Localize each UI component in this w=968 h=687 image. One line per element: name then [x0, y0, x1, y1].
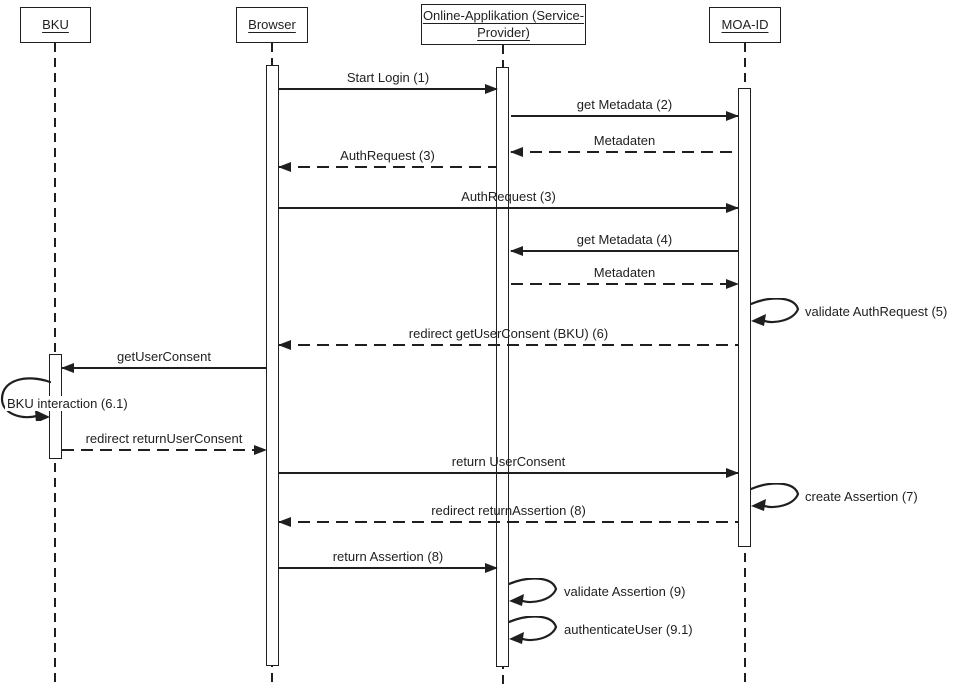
actor-label-moa-id: MOA-ID [721, 16, 769, 32]
arrowhead-right-icon [726, 203, 739, 213]
self-message-create-assertion: create Assertion (7) [750, 483, 918, 513]
actor-label-bku: BKU [42, 16, 69, 32]
message-label: AuthRequest (3) [340, 148, 435, 163]
arrowhead-right-icon [485, 84, 498, 94]
actor-label-browser: Browser [248, 16, 296, 32]
self-loop-arrow-icon [750, 483, 800, 511]
message-label: redirect returnAssertion (8) [431, 503, 586, 518]
arrowhead-right-icon [254, 445, 267, 455]
message-line [279, 521, 738, 523]
message-label: Start Login (1) [346, 70, 430, 85]
arrowhead-left-icon [278, 162, 291, 172]
message-label: redirect getUserConsent (BKU) (6) [408, 326, 609, 341]
message-label: redirect returnUserConsent [85, 431, 243, 446]
message-line [511, 115, 738, 117]
arrowhead-right-icon [485, 563, 498, 573]
arrowhead-left-icon [61, 363, 74, 373]
activation-bar-browser [266, 65, 279, 666]
arrowhead-right-icon [726, 279, 739, 289]
actor-box-bku: BKU [20, 7, 91, 43]
message-label: get Metadata (4) [576, 232, 673, 247]
arrowhead-left-icon [510, 147, 523, 157]
message-label: get Metadata (2) [576, 97, 673, 112]
self-message-label: create Assertion (7) [805, 489, 918, 504]
self-message-authenticateuser: authenticateUser (9.1) [508, 616, 693, 646]
actor-box-moa-id: MOA-ID [709, 7, 781, 43]
activation-bar-online-app [496, 67, 509, 667]
self-message-validate-authrequest: validate AuthRequest (5) [750, 298, 947, 328]
message-line [279, 472, 738, 474]
message-line [279, 207, 738, 209]
arrowhead-right-icon [726, 111, 739, 121]
self-message-label: validate Assertion (9) [564, 584, 686, 599]
self-message-label: BKU interaction (6.1) [5, 396, 130, 411]
message-label: return Assertion (8) [332, 549, 444, 564]
self-loop-arrow-icon [0, 377, 52, 421]
arrowhead-left-icon [278, 517, 291, 527]
message-line [511, 283, 738, 285]
message-label: AuthRequest (3) [461, 189, 556, 204]
message-line [279, 344, 738, 346]
message-line [279, 166, 496, 168]
message-line [511, 250, 738, 252]
message-line [279, 88, 497, 90]
arrowhead-left-icon [510, 246, 523, 256]
self-message-validate-assertion: validate Assertion (9) [508, 578, 685, 608]
message-line [279, 567, 497, 569]
self-loop-arrow-icon [508, 616, 558, 644]
self-message-bku-interaction: BKU interaction (6.1) [0, 377, 130, 421]
arrowhead-right-icon [726, 468, 739, 478]
message-label: Metadaten [593, 265, 656, 280]
self-message-label: validate AuthRequest (5) [805, 304, 948, 319]
message-line [62, 449, 266, 451]
self-loop-arrow-icon [750, 298, 800, 326]
message-line [511, 151, 738, 153]
arrowhead-left-icon [278, 340, 291, 350]
message-label: return UserConsent [451, 454, 566, 469]
message-label: getUserConsent [117, 349, 211, 364]
message-label: Metadaten [593, 133, 656, 148]
actor-box-online-app: Online-Applikation (Service- Provider) [421, 4, 586, 45]
activation-bar-moa-id [738, 88, 751, 547]
self-loop-arrow-icon [508, 578, 558, 606]
actor-box-browser: Browser [236, 7, 308, 43]
actor-label-online-app: Online-Applikation (Service- Provider) [422, 8, 585, 40]
message-line [62, 367, 266, 369]
self-message-label: authenticateUser (9.1) [564, 622, 693, 637]
